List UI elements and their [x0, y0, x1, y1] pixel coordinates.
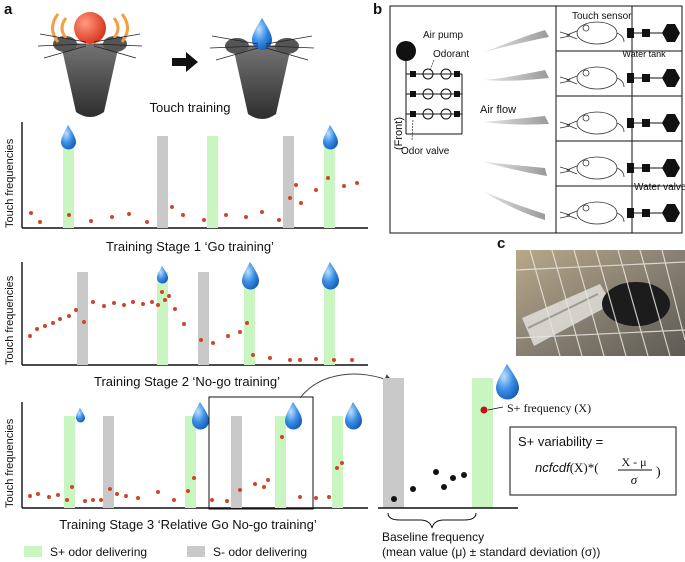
formula-function: ncfcdf — [535, 460, 571, 475]
water-drop-icon — [345, 402, 362, 430]
water-delivery-units — [627, 24, 680, 222]
stage3-sminus-bar — [231, 416, 242, 508]
panel-a-letter: a — [4, 1, 13, 18]
odor-valve-label: Odor valve — [401, 146, 450, 157]
water-valve-label: Water valve — [634, 182, 685, 193]
stage2-splus-bar — [244, 272, 255, 365]
stage1-sminus-bar — [157, 136, 168, 228]
stage1-title: Training Stage 1 ‘Go training’ — [106, 239, 274, 254]
stage1-splus-bar — [207, 136, 218, 228]
mouse-photo — [515, 249, 685, 357]
legend-sminus-label: S- odor delivering — [213, 545, 307, 559]
water-drop-icon — [61, 125, 76, 150]
water-drop-icon — [322, 262, 339, 290]
zoom-sminus-bar — [383, 378, 404, 508]
formula-argument: (X)*( — [570, 460, 599, 475]
legend-sminus-swatch — [187, 546, 205, 557]
legend-splus-swatch — [24, 546, 42, 557]
stage2-splus-bar — [324, 272, 335, 365]
air-pump-label: Air pump — [423, 30, 463, 41]
water-drop-icon — [323, 125, 338, 150]
panel-b-letter: b — [373, 1, 382, 18]
apparatus-diagram: (Front) Air pump Odorant Odor valve — [389, 5, 685, 234]
formula-numerator: X - μ — [621, 455, 646, 469]
stage3-splus-bar — [275, 416, 286, 508]
splus-frequency-label: S+ frequency (X) — [507, 401, 591, 415]
stage2-sminus-bar — [198, 272, 209, 365]
water-drop-icon — [252, 18, 272, 50]
legend-splus-label: S+ odor delivering — [50, 545, 147, 559]
zoom-arrow — [299, 373, 394, 399]
stage3-splus-bar — [332, 416, 343, 508]
mouse-chambers — [559, 21, 625, 225]
splus-frequency-dot — [480, 406, 488, 414]
touch-sensor-label: Touch sensor — [572, 11, 632, 22]
stage3-splus-bar — [64, 416, 75, 508]
stage1-plot: Touch frequencies — [4, 122, 368, 229]
legend: S+ odor delivering S- odor delivering — [24, 545, 307, 559]
water-drop-icon — [157, 266, 168, 284]
touch-training-title: Touch training — [150, 100, 231, 115]
stage1-splus-bar — [324, 136, 335, 228]
mouse-with-drop-illustration — [209, 18, 315, 119]
water-drop-icon — [242, 262, 259, 290]
stage1-y-axis-label: Touch frequencies — [4, 138, 16, 228]
odorant-label: Odorant — [433, 49, 469, 60]
baseline-brace — [387, 512, 477, 529]
mouse-in-photo — [602, 282, 670, 326]
stage3-plot: Touch frequencies — [4, 373, 394, 510]
stage3-y-axis-label: Touch frequencies — [4, 418, 16, 508]
water-drop-icon — [496, 364, 519, 400]
red-ball-icon — [74, 12, 106, 44]
front-label: (Front) — [393, 117, 405, 150]
stage1-sminus-bar — [283, 136, 294, 228]
stage2-sminus-bar — [77, 272, 88, 365]
water-drop-icon — [192, 402, 209, 430]
water-drop-icon — [76, 408, 85, 423]
stage2-splus-bar — [157, 272, 168, 365]
formula-denominator: σ — [631, 472, 638, 487]
stage1-splus-bar — [63, 136, 74, 228]
formula-close: ) — [656, 465, 661, 480]
baseline-label-line1: Baseline frequency — [382, 530, 484, 544]
variability-label: S+ variability = — [518, 434, 603, 449]
stage2-y-axis-label: Touch frequencies — [4, 275, 16, 365]
stage3-sminus-bar — [103, 416, 114, 508]
air-pump-icon — [396, 41, 416, 61]
variability-formula-box: S+ variability = ncfcdf(X)*( X - μ σ ) — [509, 426, 677, 496]
mouse-with-ball-illustration — [37, 12, 143, 117]
stage3-splus-bar — [185, 416, 196, 508]
air-flow-label: Air flow — [480, 104, 516, 116]
variability-formula: ncfcdf(X)*( — [535, 460, 599, 475]
stage2-plot: Touch frequencies — [4, 262, 368, 366]
panel-c-letter: c — [497, 235, 505, 252]
baseline-label-line2: (mean value (μ) ± standard deviation (σ)… — [382, 545, 600, 559]
stage3-title: Training Stage 3 ‘Relative Go No-go trai… — [59, 517, 317, 532]
water-tank-label: Water tank — [622, 49, 666, 59]
air-flow-arrows — [484, 30, 549, 220]
water-drop-icon — [285, 402, 302, 430]
stage2-title: Training Stage 2 ‘No-go training’ — [94, 374, 280, 389]
arrow-icon — [172, 52, 198, 72]
zoom-splus-bar — [472, 378, 493, 508]
zoomed-baseline-plot: S+ frequency (X) Baseline frequency (mea… — [378, 364, 600, 559]
zoom-box — [208, 396, 314, 510]
